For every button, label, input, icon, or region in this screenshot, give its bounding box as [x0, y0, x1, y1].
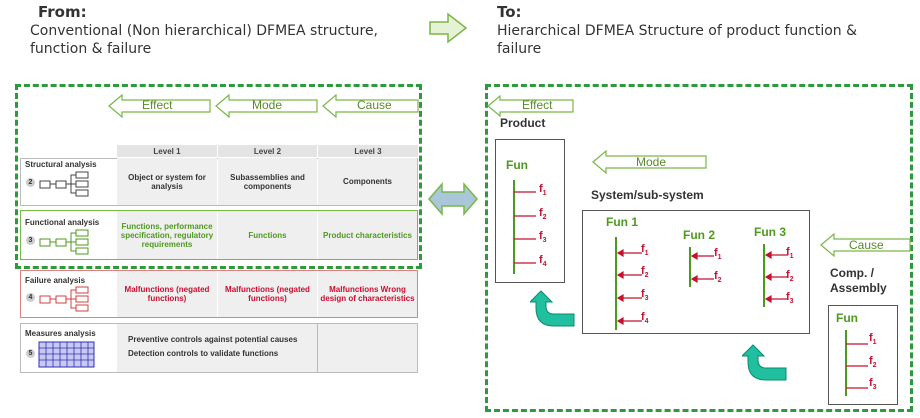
fun2-tree [689, 247, 714, 287]
mode-arrow [215, 94, 318, 118]
right-effect-arrow [487, 95, 574, 117]
failure-level-2: Malfunctions (negated functions) [218, 271, 317, 317]
product-f2: f2 [539, 207, 547, 222]
failure-analysis-label: Failure analysis [25, 276, 86, 285]
failure-analysis-row [20, 270, 418, 318]
product-fun-title: Fun [506, 158, 528, 172]
comp-f1: f1 [869, 332, 877, 347]
fun3-f2: f2 [786, 269, 794, 284]
function-tree-icon [39, 229, 89, 255]
right-mode-arrow [592, 150, 707, 174]
detection-controls-text: Detection controls to validate functions [128, 349, 279, 358]
product-f1: f1 [539, 183, 547, 198]
table-header-level-2: Level 2 [218, 145, 317, 157]
right-cause-arrow [820, 233, 911, 257]
from-label: From: [38, 3, 87, 21]
product-fun-tree [513, 180, 536, 274]
fun1-f2: f2 [641, 265, 649, 280]
fun2-f2: f2 [714, 270, 722, 285]
comp-fun-tree [845, 330, 868, 396]
structural-analysis-number: 2 [26, 178, 35, 187]
right-cause-label: Cause [849, 238, 884, 252]
measures-analysis-label: Measures analysis [25, 329, 96, 338]
product-f4: f4 [539, 254, 547, 269]
failure-tree-icon [39, 286, 89, 312]
transition-arrow-icon [429, 12, 468, 44]
measures-grid-icon [38, 341, 95, 368]
functional-level-3: Product characteristics [318, 211, 417, 259]
comp-f3: f3 [869, 377, 877, 392]
right-effect-label: Effect [522, 98, 553, 112]
structural-level-1: Object or system for analysis [117, 158, 217, 205]
system-fun3-title: Fun 3 [754, 225, 786, 239]
product-box [495, 139, 565, 283]
measures-analysis-number: 5 [26, 349, 35, 358]
curved-up-arrow-icon-2 [742, 344, 787, 381]
conventional-dfmea-box [15, 84, 422, 269]
right-mode-label: Mode [636, 155, 667, 169]
effect-arrow [108, 94, 211, 118]
failure-level-1: Malfunctions (negated functions) [117, 271, 217, 317]
fun1-f1: f1 [641, 243, 649, 258]
fun2-f1: f1 [714, 247, 722, 262]
fun3-f3: f3 [786, 291, 794, 306]
product-f3: f3 [539, 230, 547, 245]
table-header-level-1: Level 1 [117, 145, 217, 157]
system-fun2-title: Fun 2 [683, 228, 715, 242]
functional-level-1: Functions, performance specification, re… [117, 211, 217, 259]
cause-arrow-label: Cause [357, 98, 392, 112]
comp-f2: f2 [869, 355, 877, 370]
comp-assembly-label: Comp. / Assembly [830, 266, 887, 295]
system-label: System/sub-system [591, 188, 704, 202]
fun1-tree [615, 237, 642, 330]
table-header-level-3: Level 3 [318, 145, 418, 157]
fun3-f1: f1 [786, 246, 794, 261]
fun1-f4: f4 [641, 311, 649, 326]
fun1-f3: f3 [641, 288, 649, 303]
double-arrow-icon [428, 182, 478, 216]
effect-arrow-label: Effect [142, 98, 173, 112]
preventive-controls-text: Preventive controls against potential ca… [128, 335, 298, 344]
fun3-tree [763, 244, 788, 307]
failure-analysis-number: 4 [26, 293, 35, 302]
functional-analysis-number: 3 [26, 236, 35, 245]
product-label: Product [500, 116, 546, 130]
cause-arrow [322, 94, 419, 118]
from-description: Conventional (Non hierarchical) DFMEA st… [30, 23, 379, 57]
failure-level-3: Malfunctions Wrong design of characteris… [318, 271, 417, 317]
to-label: To: [497, 3, 522, 21]
mode-arrow-label: Mode [252, 98, 283, 112]
comp-fun-title: Fun [836, 311, 858, 325]
structural-level-3: Components [318, 158, 417, 205]
structure-tree-icon [39, 171, 89, 197]
system-fun1-title: Fun 1 [606, 215, 638, 229]
functional-level-2: Functions [218, 211, 317, 259]
structural-level-2: Subassemblies and components [218, 158, 317, 205]
structural-analysis-label: Structural analysis [25, 160, 97, 169]
system-box [582, 210, 810, 334]
functional-analysis-label: Functional analysis [25, 218, 100, 227]
hierarchical-dfmea-box [485, 84, 913, 412]
functional-analysis-row [20, 210, 418, 260]
curved-up-arrow-icon [530, 290, 575, 327]
to-description: Hierarchical DFMEA Structure of product … [497, 23, 858, 57]
